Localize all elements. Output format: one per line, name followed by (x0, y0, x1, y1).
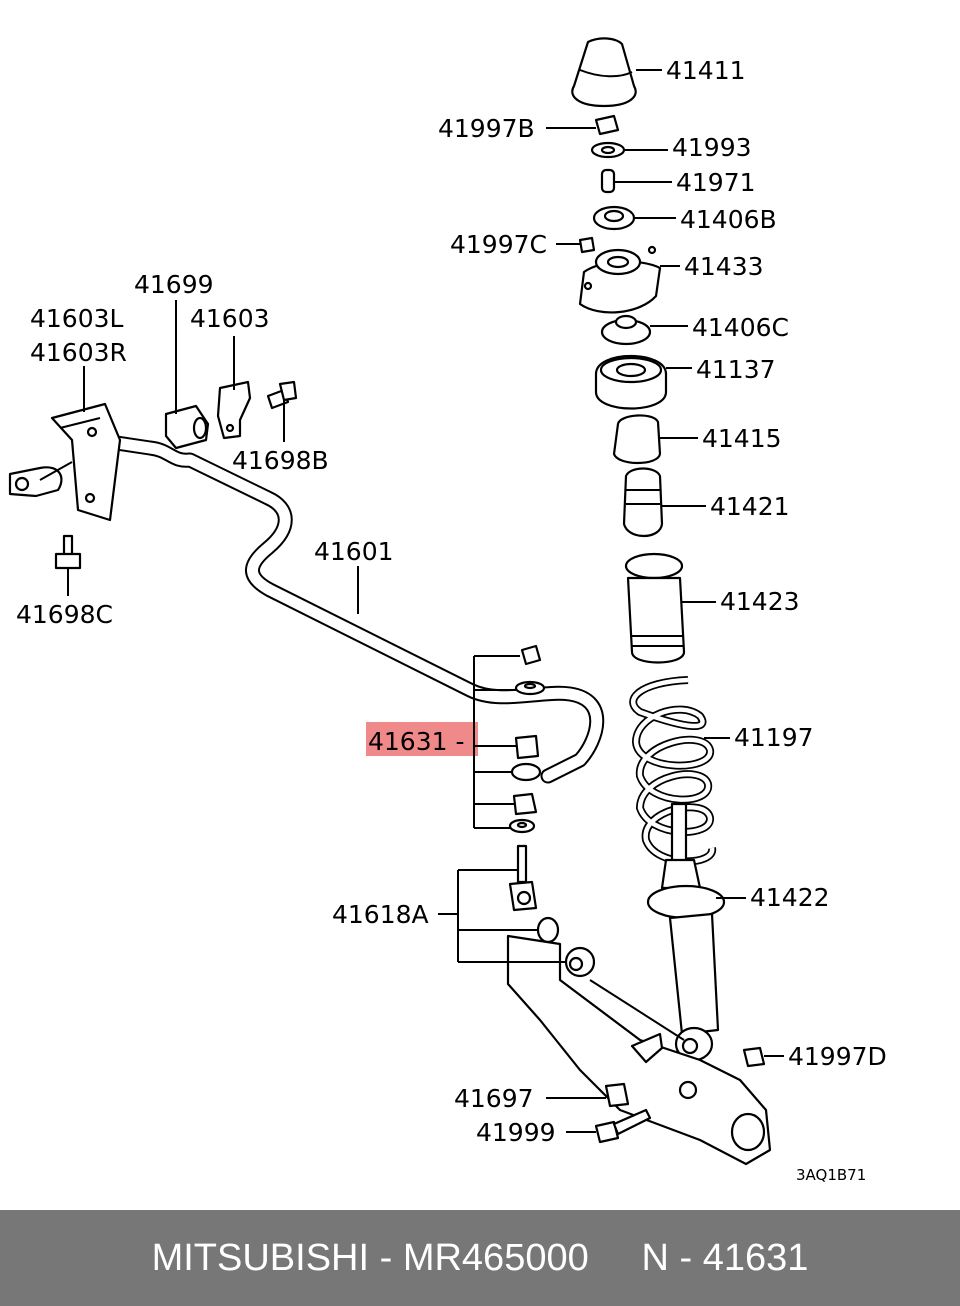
label-41971[interactable]: 41971 (676, 168, 756, 197)
footer-bar: MITSUBISHI - MR465000 N - 41631 (0, 1210, 960, 1306)
link-parts-41631 (508, 644, 546, 834)
stabilizer-link-41618a (508, 844, 596, 978)
cup-41415 (612, 414, 662, 464)
dust-cover-41411 (571, 37, 637, 108)
label-41137[interactable]: 41137 (696, 355, 776, 384)
label-41197[interactable]: 41197 (734, 723, 814, 752)
footer-text: MITSUBISHI - MR465000 N - 41631 (151, 1237, 809, 1279)
bolt-41698c (54, 534, 82, 570)
drawing-code: 3AQ1B71 (796, 1166, 866, 1184)
leader-lines (67, 69, 784, 1133)
label-41997d[interactable]: 41997D (788, 1042, 887, 1071)
highlight-41631 (366, 722, 478, 756)
label-41699[interactable]: 41699 (134, 270, 214, 299)
strut-mount-41433 (578, 245, 662, 314)
label-41698c[interactable]: 41698C (16, 600, 113, 629)
label-41993[interactable]: 41993 (672, 133, 752, 162)
exploded-parts-diagram: 41411 41997B 41993 41971 41406B 41997C 4… (8, 37, 887, 1184)
label-41603l[interactable]: 41603L (30, 304, 124, 333)
bolt-41697 (604, 1082, 630, 1108)
label-41618a[interactable]: 41618A (332, 900, 429, 929)
label-41433[interactable]: 41433 (684, 252, 764, 281)
label-41406b[interactable]: 41406B (680, 205, 777, 234)
bump-stopper-41421 (622, 467, 664, 537)
label-41421[interactable]: 41421 (710, 492, 790, 521)
label-41415[interactable]: 41415 (702, 424, 782, 453)
bolt-41698b (266, 380, 298, 410)
bushing-41406c (600, 314, 652, 346)
stabilizer-bar (102, 434, 605, 784)
dust-boot-41423 (624, 552, 686, 664)
part-labels: 41411 41997B 41993 41971 41406B 41997C 4… (16, 56, 887, 1184)
nut-41997c (578, 236, 596, 254)
shock-absorber-41422 (646, 802, 726, 1062)
label-41423[interactable]: 41423 (720, 587, 800, 616)
label-41999[interactable]: 41999 (476, 1118, 556, 1147)
washer-41993 (590, 141, 626, 159)
label-41411[interactable]: 41411 (666, 56, 746, 85)
bearing-41137 (594, 355, 668, 410)
nut-41997b (594, 114, 620, 136)
label-41603r[interactable]: 41603R (30, 338, 127, 367)
bolt-41999 (594, 1108, 652, 1144)
nut-41997d (742, 1046, 766, 1068)
label-41997c[interactable]: 41997C (450, 230, 547, 259)
label-41422[interactable]: 41422 (750, 883, 830, 912)
label-41603[interactable]: 41603 (190, 304, 270, 333)
bushing-41406b (592, 205, 636, 231)
label-41997b[interactable]: 41997B (438, 114, 535, 143)
clamp-41603 (216, 380, 252, 440)
label-41601[interactable]: 41601 (314, 537, 394, 566)
label-41698b[interactable]: 41698B (232, 446, 329, 475)
label-41406c[interactable]: 41406C (692, 313, 789, 342)
stabilizer-bracket-left (8, 402, 122, 522)
label-41631[interactable]: 41631 - (368, 727, 465, 756)
label-41697[interactable]: 41697 (454, 1084, 534, 1113)
coil-spring-41197 (629, 676, 716, 866)
collar-41971 (600, 168, 616, 194)
lower-arm (506, 934, 772, 1166)
bushing-41699 (164, 404, 210, 450)
